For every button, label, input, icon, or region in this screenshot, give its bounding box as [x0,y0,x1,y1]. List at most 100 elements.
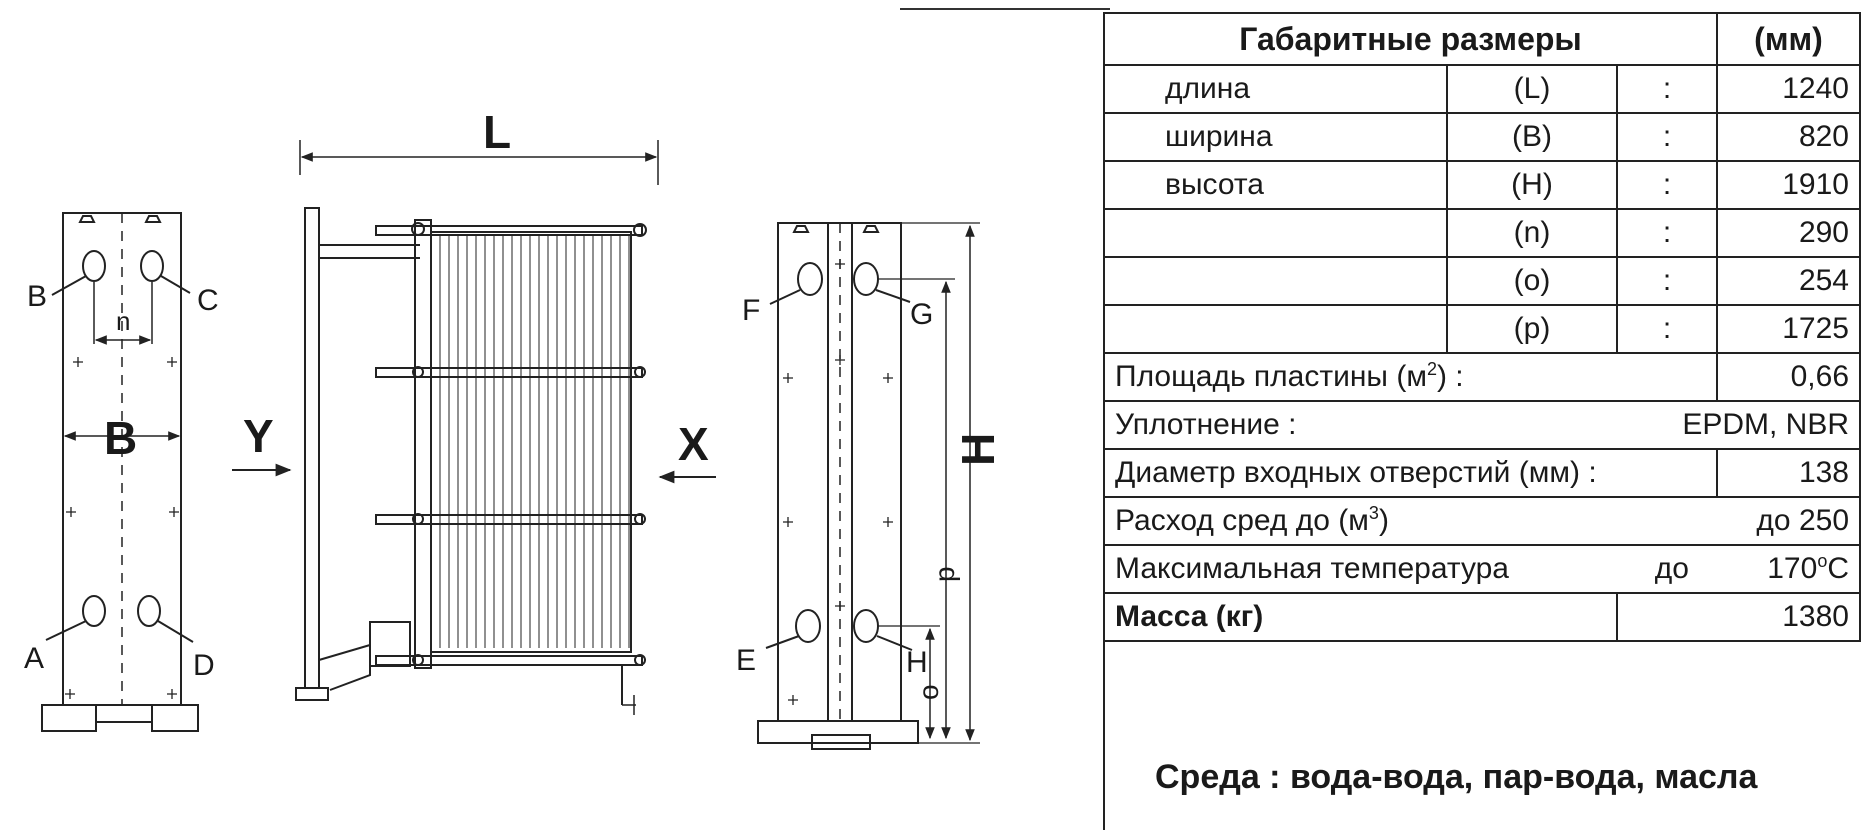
table-row: (n) : 290 [1103,208,1861,258]
inlet-diameter-row: Диаметр входных отверстий (мм) : 138 [1103,448,1861,498]
plate-area-row: Площадь пластины (м2) : 0,66 [1103,352,1861,402]
front-view [41,212,199,732]
header-title: Габаритные размеры [1103,12,1718,66]
heat-exchanger-drawings: B C A D n B [24,106,1004,750]
max-temp-cell: Максимальная температура до 170oC [1103,544,1861,594]
port-label-b: B [27,280,47,313]
port-label-f: F [742,294,760,327]
rear-view [757,222,980,750]
leader-d [157,620,194,643]
rear-port-g [853,262,879,296]
table-header-row: Габаритные размеры (мм) [1103,12,1861,66]
side-rear-foot [622,695,636,715]
max-temp-row: Максимальная температура до 170oC [1103,544,1861,594]
dim-sep: : [1616,256,1718,306]
dim-value: 254 [1716,256,1861,306]
dim-value: 290 [1716,208,1861,258]
front-view-labels: B C A D n B [24,280,219,682]
max-temp-degree: o [1817,551,1828,571]
seal-row: Уплотнение : EPDM, NBR [1103,400,1861,450]
front-top-bolt-right [144,215,162,223]
dim-value: 820 [1716,112,1861,162]
flow-suffix: ) [1378,504,1389,537]
leader-e [765,635,800,649]
port-label-c: C [197,284,219,317]
table-left-border [1103,620,1105,830]
dim-sep: : [1616,160,1718,210]
dimension-label-b: B [104,412,137,464]
dim-sep: : [1616,112,1718,162]
leader-c [160,275,191,294]
flow-sup: 3 [1368,503,1379,523]
flow-cell: Расход сред до (м3) до 250 [1103,496,1861,546]
rear-port-f [797,262,823,296]
flow-value: до 250 [1756,504,1849,537]
flow-label: Расход сред до (м [1115,504,1369,537]
seal-label: Уплотнение : [1115,408,1297,441]
table-row: высота (H) : 1910 [1103,160,1861,210]
view-label-x: X [678,418,709,470]
front-top-bolt-left [78,215,96,223]
rear-port-h [853,609,879,643]
front-foot-left [41,704,97,732]
dim-value: 1725 [1716,304,1861,354]
rear-base-foot [811,734,871,750]
side-bottom-brace [318,643,371,691]
dimension-label-l: L [483,106,511,158]
rear-bolt-marks [783,259,893,705]
side-plate-pack [430,231,632,653]
inlet-diameter-value: 138 [1717,448,1861,498]
dim-sep: : [1616,304,1718,354]
seal-value: EPDM, NBR [1682,408,1849,441]
dim-sep: : [1616,208,1718,258]
port-label-g: G [910,298,933,331]
dimension-label-h: H [952,433,1004,466]
port-label-h: H [906,646,928,679]
leader-b [51,275,87,296]
leader-a [45,620,87,641]
inlet-diameter-label: Диаметр входных отверстий (мм) : [1103,448,1718,498]
plate-area-label: Площадь пластины (м2) : [1103,352,1718,402]
max-temp-value: 170 [1767,552,1818,585]
media-note: Среда : вода-вода, пар-вода, масла [1155,758,1758,796]
dim-name: длина [1103,64,1448,114]
rear-top-bolt-left [792,225,810,233]
max-temp-value-group: 170oC [1767,547,1849,591]
table-row: (o) : 254 [1103,256,1861,306]
dim-symbol: (L) [1446,64,1618,114]
leader-g [875,289,911,303]
dim-symbol: (p) [1446,304,1618,354]
side-tie-bolts [375,222,647,666]
table-row: длина (L) : 1240 [1103,64,1861,114]
table-row: ширина (B) : 820 [1103,112,1861,162]
top-border-line [900,8,1110,10]
front-bolt-marks [65,357,179,699]
leader-f [769,289,801,305]
side-view-labels: L Y X [243,106,709,470]
mass-value: 1380 [1616,592,1861,642]
dimension-label-o: o [913,684,944,700]
max-temp-label: Максимальная температура [1115,552,1509,585]
dim-symbol: (n) [1446,208,1618,258]
dim-symbol: (H) [1446,160,1618,210]
side-fixed-foot [295,687,329,701]
side-fixed-frame [304,207,320,689]
mass-label: Масса (кг) [1103,592,1618,642]
port-label-e: E [736,644,756,677]
dimension-label-n: n [116,306,130,336]
dim-name: высота [1103,160,1448,210]
side-view [232,140,716,715]
rear-view-labels: F G E H H p o [736,294,1004,700]
header-unit: (мм) [1716,12,1861,66]
front-port-d [137,595,161,627]
front-port-c [140,250,164,282]
side-movable-frame [414,219,432,669]
front-foot-right [151,704,199,732]
max-temp-prefix: до [1654,552,1689,585]
rear-top-bolt-right [862,225,880,233]
front-port-a [82,595,106,627]
view-label-y: Y [243,410,274,462]
max-temp-unit: C [1827,552,1849,585]
plate-area-text: Площадь пластины (м [1115,360,1427,393]
table-row: (p) : 1725 [1103,304,1861,354]
